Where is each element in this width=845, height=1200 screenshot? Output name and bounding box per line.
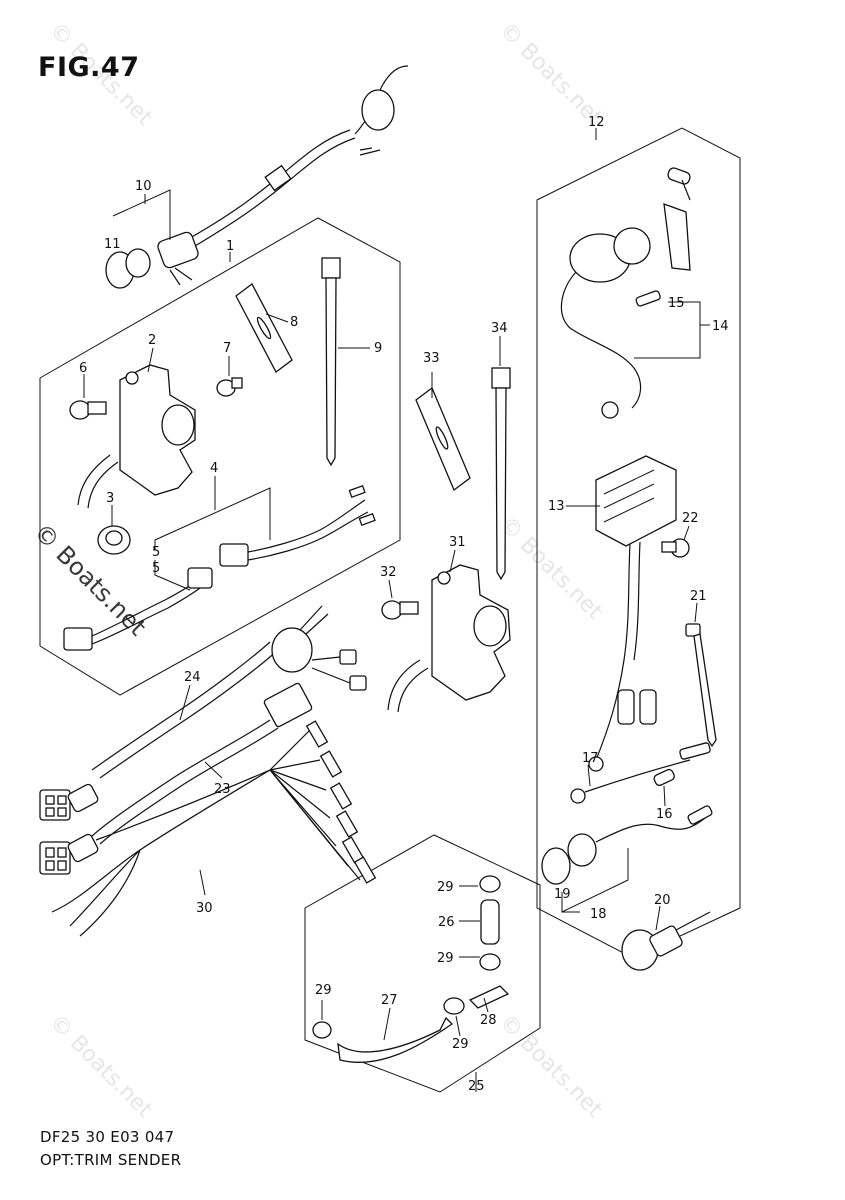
strap-8 (235, 283, 293, 373)
callout-33: 33 (423, 351, 440, 366)
callout-25: 25 (468, 1079, 485, 1094)
relay-13 (588, 455, 677, 772)
callout-29c: 29 (315, 983, 332, 998)
callout-29b: 29 (437, 951, 454, 966)
callout-34: 34 (491, 321, 508, 336)
connector-20 (621, 911, 711, 971)
fuse-15 (635, 290, 661, 307)
callout-11: 11 (104, 237, 121, 252)
callout-16: 16 (656, 807, 673, 822)
callout-30: 30 (196, 901, 213, 916)
callout-13: 13 (548, 499, 565, 514)
callout-29a: 29 (437, 880, 454, 895)
callout-12: 12 (588, 115, 605, 130)
callout-8: 8 (290, 315, 298, 330)
group-box-1 (39, 217, 401, 696)
callout-2: 2 (148, 333, 156, 348)
callout-22: 22 (682, 511, 699, 526)
callout-7: 7 (223, 341, 231, 356)
callout-29d: 29 (452, 1037, 469, 1052)
trim-sender-bracket-left (77, 364, 196, 509)
leader-lines (83, 128, 710, 1092)
sleeve-16 (653, 768, 675, 786)
group-box-12 (536, 127, 741, 959)
callout-18: 18 (590, 907, 607, 922)
callouts: 10 11 1 2 3 4 5 5 6 7 8 9 12 13 14 15 16… (79, 115, 729, 1094)
wire-17 (570, 742, 711, 804)
figure-title: FIG.47 (38, 52, 140, 83)
callout-1: 1 (226, 239, 234, 254)
callout-10: 10 (135, 179, 152, 194)
callout-27: 27 (381, 993, 398, 1008)
callout-14: 14 (712, 319, 729, 334)
grommet-3 (97, 525, 131, 555)
cable-tie-9 (321, 257, 341, 467)
strap-33 (415, 386, 471, 492)
screw-22 (661, 538, 690, 558)
trim-sender-bracket-center (387, 564, 511, 713)
harness-4 (219, 484, 376, 567)
callout-4: 4 (210, 461, 218, 476)
footer-name: OPT:TRIM SENDER (40, 1151, 182, 1169)
harness-30 (39, 720, 377, 937)
footer-code: DF25 30 E03 047 (40, 1128, 175, 1146)
harness-23 (91, 682, 313, 845)
callout-17: 17 (582, 751, 599, 766)
callout-23: 23 (214, 782, 231, 797)
connector-18 (541, 805, 713, 885)
key-switch-assembly (105, 65, 409, 289)
callout-24: 24 (184, 670, 201, 685)
callout-5a: 5 (152, 545, 160, 560)
harness-24 (39, 605, 367, 821)
harness-5 (63, 567, 213, 651)
callout-28: 28 (480, 1013, 497, 1028)
callout-3: 3 (106, 491, 114, 506)
callout-19: 19 (554, 887, 571, 902)
callout-31: 31 (449, 535, 466, 550)
callout-9: 9 (374, 341, 382, 356)
trim-sender-unit (560, 167, 691, 419)
bolt-32 (381, 600, 419, 620)
callout-5b: 5 (152, 561, 160, 576)
callout-15: 15 (668, 296, 685, 311)
screw-7 (216, 377, 243, 397)
callout-21: 21 (690, 589, 707, 604)
callout-32: 32 (380, 565, 397, 580)
cable-tie-21 (685, 623, 717, 748)
callout-20: 20 (654, 893, 671, 908)
group-box-25 (304, 834, 541, 1093)
hose-assembly-25 (312, 875, 510, 1063)
callout-26: 26 (438, 915, 455, 930)
bolt-6 (69, 400, 107, 420)
callout-6: 6 (79, 361, 87, 376)
cable-tie-34 (491, 367, 511, 581)
